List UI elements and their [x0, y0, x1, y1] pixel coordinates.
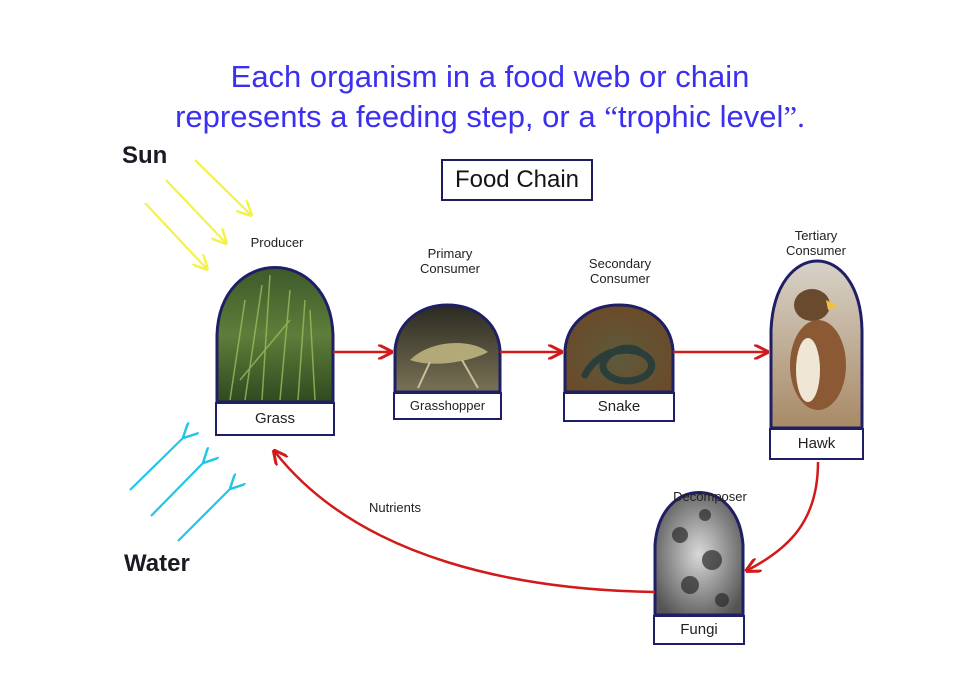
tertiary-label-line-2: Consumer: [786, 243, 846, 258]
fungi-name-box: Fungi: [653, 615, 745, 645]
heading-line-2-text: represents a feeding step, or a: [175, 99, 605, 134]
hawk-image: [769, 259, 864, 430]
primary-label-line-1: Primary: [427, 246, 473, 261]
chain-arrows: [275, 352, 820, 594]
grass-image: [215, 266, 335, 404]
nutrients-label: Nutrients: [368, 500, 422, 515]
primary-label-line-2: Consumer: [420, 261, 480, 276]
decomposer-label: Decomposer: [673, 489, 747, 504]
tertiary-label-line-1: Tertiary: [794, 228, 838, 243]
grass-name-box: Grass: [215, 402, 335, 436]
close-quote: ”.: [783, 99, 805, 134]
primary-consumer-label: Primary Consumer: [400, 246, 500, 276]
heading-line-1: Each organism in a food web or chain: [230, 59, 750, 94]
sun-arrows: [144, 159, 250, 268]
tertiary-consumer-label: Tertiary Consumer: [770, 228, 862, 258]
secondary-label-line-2: Consumer: [590, 271, 650, 286]
water-label: Water: [124, 550, 190, 577]
water-arrows: [129, 436, 232, 542]
grasshopper-image: [393, 303, 502, 394]
hawk-name-box: Hawk: [769, 428, 864, 460]
snake-image: [563, 303, 675, 394]
heading-line-2: represents a feeding step, or a “trophic…: [0, 97, 980, 137]
trophic-level-term: trophic level: [617, 99, 784, 134]
producer-label: Producer: [250, 235, 304, 250]
grasshopper-name-box: Grasshopper: [393, 392, 502, 420]
sun-label: Sun: [122, 142, 168, 169]
snake-name-box: Snake: [563, 392, 675, 422]
secondary-consumer-label: Secondary Consumer: [568, 256, 672, 286]
fungi-image: [653, 491, 745, 617]
food-chain-title: Food Chain: [441, 159, 593, 201]
open-quote: “: [604, 99, 618, 134]
secondary-label-line-1: Secondary: [588, 256, 652, 271]
